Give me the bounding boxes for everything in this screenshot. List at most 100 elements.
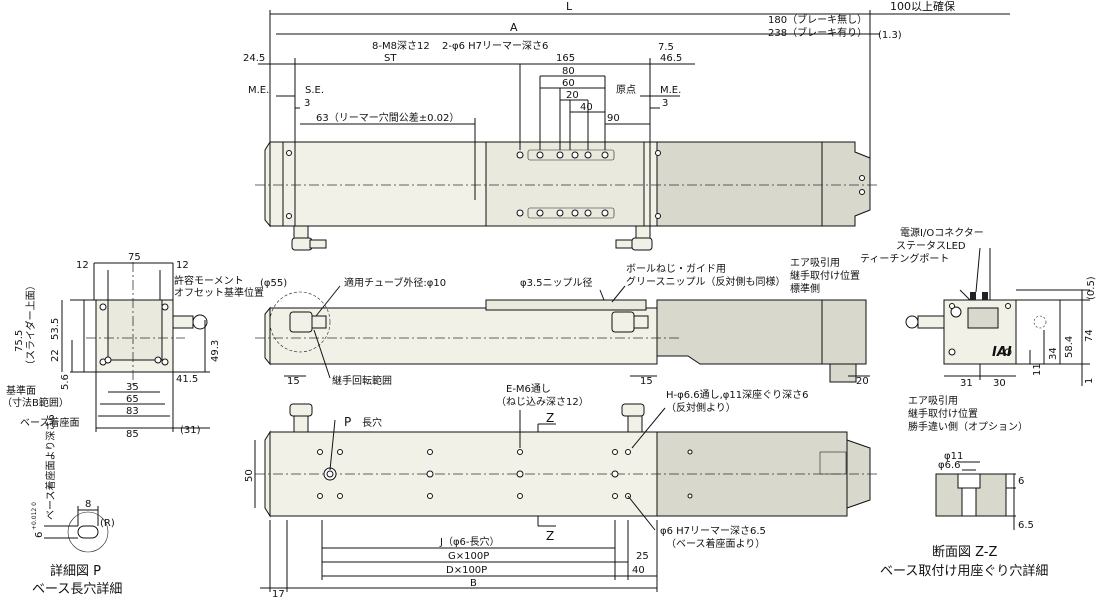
- detail-depth: ベース着座面より深さ6: [44, 414, 57, 520]
- dim-31: (31): [180, 425, 201, 436]
- dim-slider: （スライダー上面）: [24, 280, 37, 370]
- dim-238: 238（ブレーキ有り）: [768, 26, 867, 39]
- label-air3: 標準側: [790, 282, 820, 295]
- dim-15-left: 15: [287, 376, 300, 387]
- dim-25: 25: [636, 551, 649, 562]
- dim-83: 83: [126, 406, 139, 417]
- dim-60: 60: [562, 78, 575, 89]
- dim-ME-left: M.E.: [248, 85, 269, 96]
- top-end-cap: [264, 140, 271, 228]
- end-view: 75 12 12 許容モーメント オフセット基準位置 75.5 （スライダー上面…: [2, 252, 264, 440]
- dim-46-5: 46.5: [660, 53, 682, 64]
- top-slider: [485, 141, 645, 227]
- side-view: (φ55) 適用チューブ外径:φ10 φ3.5ニップル径 ボールねじ・ガイド用 …: [255, 263, 870, 387]
- dim-7-5: 7.5: [658, 42, 674, 53]
- label-offset: オフセット基準位置: [174, 286, 264, 299]
- dim-20: 20: [856, 376, 869, 387]
- dim-genten: 原点: [616, 84, 636, 96]
- dim-3-left: 3: [304, 98, 310, 109]
- dim-49-3: 49.3: [210, 340, 221, 362]
- detail-dim-R: (R): [100, 518, 115, 529]
- label-em6-2: （ねじ込み深さ12）: [496, 396, 589, 408]
- bottom-holes: [317, 449, 693, 499]
- dim-41-5: 41.5: [176, 374, 198, 385]
- dim-31-right: 31: [960, 378, 973, 389]
- dim-24-5: 24.5: [243, 53, 265, 64]
- top-motor-end: [821, 141, 871, 227]
- top-motor: [656, 141, 823, 227]
- dim-11: 11: [1032, 363, 1043, 376]
- connector: [967, 307, 999, 329]
- label-ball2: グリースニップル（反対側も同様）: [626, 275, 786, 288]
- dim-22: 22: [50, 349, 61, 362]
- label-kijun: 基準面: [6, 384, 36, 397]
- label-Z-top: Z: [546, 411, 554, 425]
- dim-SE: S.E.: [305, 85, 324, 96]
- dim-90: 90: [607, 113, 620, 124]
- label-P: P: [344, 415, 351, 429]
- dim-8m8: 8-M8深さ12: [372, 40, 430, 52]
- side-fitting-left: [289, 311, 327, 333]
- label-power: 電源I/Oコネクター: [900, 226, 984, 239]
- dim-2phi6: 2-φ6 H7リーマー深さ6: [442, 40, 548, 52]
- label-moment: 許容モーメント: [174, 274, 244, 287]
- top-fitting-left: [291, 225, 327, 251]
- dim-12-left: 12: [76, 260, 89, 271]
- dim-85: 85: [126, 429, 139, 440]
- label-base: ベース着座面: [20, 416, 80, 429]
- dim-34: 34: [1048, 347, 1059, 360]
- zz-6-5: 6.5: [1018, 520, 1034, 531]
- dim-80: 80: [562, 66, 575, 77]
- zz-phi11: φ11: [944, 451, 963, 462]
- dim-B: B: [470, 578, 477, 589]
- zz-6: 6: [1018, 476, 1024, 487]
- dim-74: 74: [1084, 329, 1095, 342]
- label-reamer2: （ベース着座面より）: [666, 537, 765, 550]
- detail-dim-8: 8: [85, 499, 91, 510]
- label-kaiten: 継手回転範囲: [332, 374, 392, 387]
- detail-caption1: 詳細図 P: [50, 563, 101, 579]
- label-em6-1: E-M6通し: [506, 383, 551, 395]
- label-air2: 継手取付け位置: [790, 269, 860, 282]
- label-h-2: （反対側より）: [666, 401, 736, 414]
- top-view: L A 100以上確保 180（ブレーキ無し） 238（ブレーキ有り） (1.3…: [243, 0, 1010, 251]
- brand-logo: IAI: [992, 345, 1012, 360]
- zz-caption1: 断面図 Z-Z: [932, 545, 998, 560]
- detail-caption2: ベース長穴詳細: [32, 581, 122, 597]
- side-fitting-right: [611, 311, 649, 333]
- zz-phi6-6: φ6.6: [938, 460, 961, 471]
- label-nipple: φ3.5ニップル径: [520, 276, 593, 289]
- dim-12-right: 12: [176, 260, 189, 271]
- label-air1: エア吸引用: [790, 257, 840, 269]
- slider-holes-top: [516, 149, 615, 219]
- side-motor: [656, 299, 823, 365]
- dim-ST: ST: [384, 53, 397, 64]
- label-opt2: 継手取付け位置: [908, 407, 978, 420]
- dim-A: A: [510, 21, 518, 34]
- dim-20: 20: [566, 90, 579, 101]
- bottom-fitting-right: [621, 403, 645, 433]
- detail-tol: +0.012 0: [31, 502, 38, 530]
- dim-0-5: (0.5): [1086, 276, 1096, 300]
- dim-75: 75: [128, 252, 141, 263]
- label-status: ステータスLED: [896, 240, 966, 252]
- dim-65: 65: [126, 394, 139, 405]
- dim-phi55: (φ55): [260, 278, 287, 289]
- dim-3-right: 3: [662, 98, 668, 109]
- dim-D: D×100P: [446, 565, 487, 576]
- label-ball1: ボールねじ・ガイド用: [626, 263, 726, 275]
- label-teach: ティーチングポート: [860, 252, 949, 265]
- dim-75-5: 75.5: [14, 330, 25, 352]
- dim-40: 40: [632, 565, 645, 576]
- label-nagaana: 長穴: [362, 416, 382, 429]
- dim-5-6: 5.6: [60, 374, 71, 390]
- side-motor-end: [821, 299, 867, 365]
- top-fitting-right: [615, 225, 653, 251]
- zz-caption2: ベース取付け用座ぐり穴詳細: [880, 563, 1048, 579]
- dim-40: 40: [580, 102, 593, 113]
- dim-15-right: 15: [640, 376, 653, 387]
- side-slider: [485, 299, 647, 311]
- dim-58-4: 58.4: [1064, 336, 1075, 358]
